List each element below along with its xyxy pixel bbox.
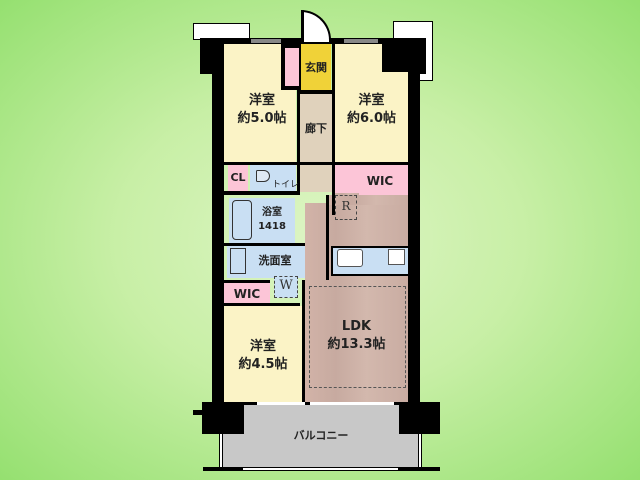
balcony-left-rail <box>219 434 223 468</box>
room-western-2-label: 洋室 約6.0帖 <box>346 93 397 126</box>
wall-left <box>212 38 224 408</box>
entrance-label: 玄関 <box>305 61 327 74</box>
ldk-label: LDK 約13.3帖 <box>327 319 386 352</box>
vanity-icon <box>230 248 246 274</box>
balcony-label: バルコニー <box>293 429 349 442</box>
balcony-right-rail <box>418 434 422 468</box>
wall-ldk-left <box>302 280 305 405</box>
ldk-upper-left <box>328 195 408 205</box>
wall-bath-right <box>326 195 329 280</box>
stove-icon <box>388 249 405 265</box>
window-bottom-right <box>310 402 394 405</box>
window-top-left <box>251 39 281 43</box>
wall-ldk-divider <box>332 195 335 215</box>
washer-space[interactable] <box>274 276 298 298</box>
wall-hall-right <box>332 44 335 214</box>
wic-top-label: WIC <box>366 174 394 188</box>
window-top-right <box>344 39 378 43</box>
closet-label: CL <box>230 171 246 184</box>
refrigerator-space <box>335 195 357 220</box>
ldk <box>305 203 408 402</box>
room-western-3 <box>224 306 302 402</box>
wall-entrance-bottom <box>297 90 335 94</box>
wall-wic-bottom-under <box>224 303 300 306</box>
washer-label: W <box>279 278 293 293</box>
bathtub-icon <box>232 200 252 240</box>
sink-icon <box>337 249 363 267</box>
balcony-left-column <box>202 402 244 434</box>
wall-row-2-top <box>224 162 408 165</box>
bathroom <box>229 198 295 243</box>
wic-bottom-label: WIC <box>233 287 261 301</box>
balcony-right-column <box>399 402 440 434</box>
wall-row-3-top <box>224 191 300 195</box>
wic-bottom <box>224 283 270 303</box>
top-right-notch <box>382 44 408 72</box>
wall-wic-bottom-top <box>224 280 270 283</box>
room-western-3-label: 洋室 約4.5帖 <box>238 339 288 372</box>
wall-hall-left <box>297 90 300 195</box>
window-bottom-left <box>257 402 305 405</box>
balcony <box>222 405 420 467</box>
hallway <box>300 94 332 192</box>
wall-bath-bottom <box>224 243 328 246</box>
ldk-living-area <box>309 286 406 388</box>
entrance-door[interactable] <box>301 10 331 42</box>
bathroom-label: 浴室 1418 <box>258 207 286 232</box>
hallway-label: 廊下 <box>305 122 327 135</box>
balcony-left-stub <box>193 410 205 415</box>
washroom-label: 洗面室 <box>258 254 292 267</box>
refrigerator-label: R <box>341 199 351 213</box>
room-western-1-label: 洋室 約5.0帖 <box>237 93 287 126</box>
wall-right <box>408 38 420 408</box>
toilet-fixture-icon <box>256 170 270 182</box>
balcony-bottom-rail <box>243 468 398 470</box>
entrance <box>301 44 331 90</box>
toilet-label: トイレ <box>272 180 300 190</box>
shoe-closet <box>285 48 299 86</box>
closet <box>228 165 248 191</box>
